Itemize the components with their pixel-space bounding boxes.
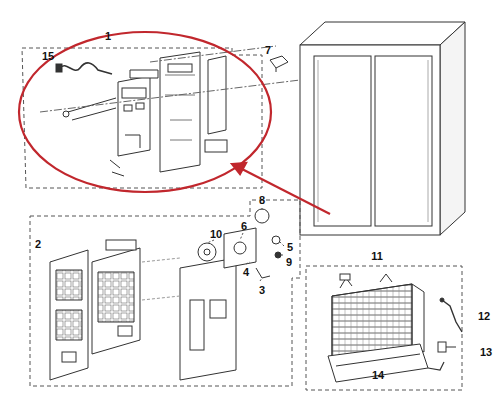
callout-number: 2 — [34, 238, 42, 251]
parts-illustration — [19, 22, 465, 390]
panel-assembly — [180, 258, 236, 380]
leader-line — [246, 262, 250, 264]
panel-assembly — [142, 258, 180, 300]
wire-harness — [60, 63, 112, 74]
refrigerator-cabinet — [314, 56, 371, 226]
highlight-arrow — [232, 163, 246, 174]
evaporator-coil — [412, 284, 424, 352]
refrigerator-cabinet — [300, 45, 440, 235]
fan-motor-assembly — [224, 228, 256, 268]
bracket-part — [270, 56, 288, 72]
callout-number: 5 — [286, 241, 294, 254]
refrigerator-cabinet — [300, 22, 465, 235]
callout-number: 1 — [104, 30, 112, 43]
leader-line — [281, 255, 283, 256]
highlight-arrow — [240, 168, 330, 214]
drain-tray — [328, 344, 428, 382]
panel-assembly — [50, 240, 236, 380]
refrigerator-cabinet — [300, 22, 465, 45]
callout-number: 10 — [209, 228, 223, 241]
duct-assembly — [122, 88, 146, 98]
evaporator-coil — [340, 274, 392, 288]
callout-number: 8 — [258, 194, 266, 207]
leader-line — [240, 233, 243, 240]
refrigerator-cabinet — [440, 22, 465, 235]
panel-assembly — [50, 250, 88, 380]
callout-number: 3 — [258, 284, 266, 297]
duct-assembly — [130, 70, 158, 78]
leader-line — [280, 242, 284, 246]
duct-assembly — [68, 98, 116, 120]
leader-line — [260, 278, 262, 281]
bracket-part — [276, 68, 277, 72]
fan-motor-assembly — [204, 249, 210, 255]
fan-motor-assembly — [275, 252, 281, 258]
defrost-heater — [442, 300, 462, 332]
callout-number: 9 — [285, 256, 293, 269]
duct-assembly — [63, 111, 69, 117]
wire-harness — [56, 63, 112, 74]
duct-assembly — [165, 75, 195, 140]
panel-assembly — [106, 240, 136, 250]
panel-assembly — [98, 272, 134, 322]
duct-assembly — [136, 103, 144, 109]
fan-motor-assembly — [255, 209, 269, 223]
fan-motor-assembly — [198, 243, 216, 261]
callout-number: 11 — [370, 250, 384, 263]
duct-assembly — [205, 140, 227, 152]
assembly-outline — [30, 200, 300, 386]
duct-assembly — [110, 160, 124, 176]
panel-assembly — [92, 248, 140, 354]
callout-number: 7 — [264, 44, 272, 57]
evaporator-coil — [340, 274, 350, 280]
duct-assembly — [118, 76, 150, 156]
panel-assembly — [62, 352, 76, 362]
panel-assembly — [210, 300, 226, 318]
drain-tray — [428, 362, 444, 370]
fan-motor-assembly — [198, 209, 281, 278]
axis-line — [40, 80, 300, 112]
assembly-outline — [22, 48, 262, 188]
panel-assembly — [190, 300, 204, 350]
duct-assembly — [124, 105, 132, 111]
drain-tray — [336, 354, 420, 366]
duct-assembly — [160, 52, 200, 172]
duct-assembly — [208, 56, 226, 134]
panel-assembly — [56, 270, 82, 340]
callout-number: 15 — [41, 50, 55, 63]
fan-motor-assembly — [272, 236, 280, 244]
fan-motor-assembly — [256, 268, 270, 278]
leader-line — [207, 240, 214, 243]
defrost-heater — [440, 298, 444, 302]
duct-assembly — [168, 64, 192, 72]
duct-assembly — [125, 135, 140, 148]
refrigerator-cabinet — [318, 60, 428, 222]
callout-number: 4 — [242, 266, 250, 279]
highlight-ellipse — [19, 32, 271, 192]
defrost-heater — [446, 347, 456, 348]
callout-number: 6 — [240, 220, 248, 233]
callout-number: 13 — [479, 346, 493, 359]
leader-line — [262, 208, 263, 210]
defrost-heater — [438, 298, 462, 352]
duct-assembly — [63, 52, 227, 176]
wire-harness — [56, 64, 62, 72]
leader-line — [207, 208, 284, 281]
assembly-outline — [306, 266, 462, 390]
highlight-arrow — [232, 163, 330, 214]
callout-number: 12 — [477, 310, 491, 323]
fan-motor-assembly — [234, 242, 246, 254]
drain-tray — [328, 344, 444, 382]
defrost-heater — [438, 342, 446, 352]
axis-line — [150, 46, 276, 62]
refrigerator-cabinet — [375, 56, 432, 226]
panel-assembly — [118, 326, 132, 336]
callout-number: 14 — [371, 369, 385, 382]
bracket-part — [270, 56, 288, 68]
